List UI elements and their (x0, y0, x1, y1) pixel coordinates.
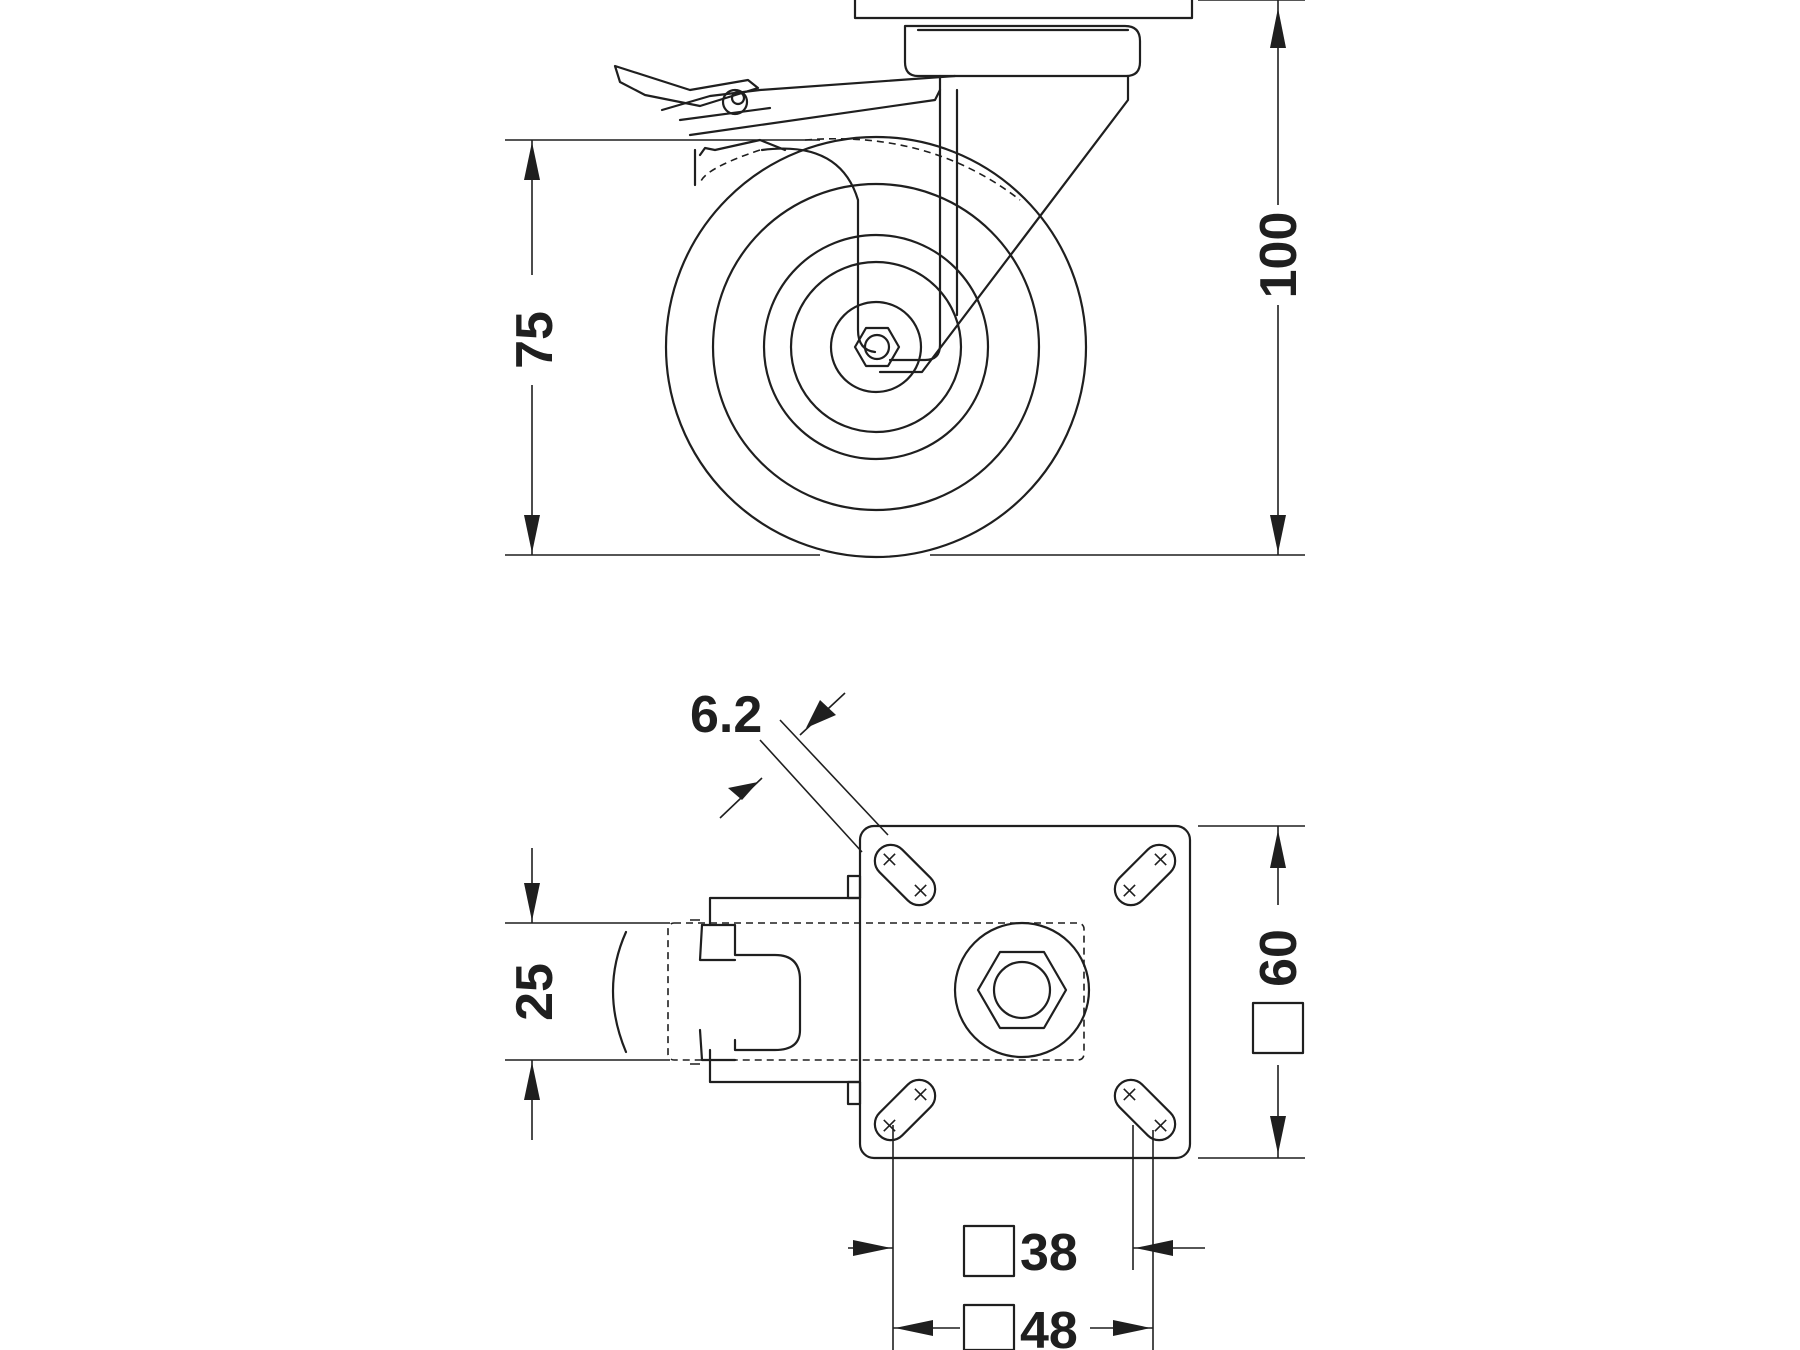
label-48: 48 (1020, 1302, 1078, 1350)
wheel-tread-top (611, 930, 628, 1054)
label-6.2: 6.2 (690, 686, 762, 744)
dimension-wheel-width: 25 (506, 848, 564, 1140)
label-38: 38 (1020, 1224, 1078, 1282)
label-25: 25 (506, 963, 564, 1021)
square-symbol-icon (962, 1224, 1016, 1278)
side-view: 75 100 (505, 0, 1308, 559)
mounting-holes (873, 843, 1177, 1142)
axle-nut (853, 326, 901, 368)
mounting-hole-bottom-right (1113, 1078, 1177, 1142)
wheel-side (664, 135, 1088, 559)
swivel-housing (903, 24, 1142, 78)
label-100: 100 (1250, 212, 1308, 299)
mounting-hole-bottom-left (873, 1078, 937, 1142)
dimension-hole-spacing-inner: 38 (848, 1125, 1205, 1282)
dimension-wheel-diameter: 75 (506, 140, 564, 555)
brake-bracket (690, 874, 862, 1106)
mounting-hole-top-right (1113, 843, 1177, 907)
mounting-plate-side (853, 0, 1194, 20)
label-60: 60 (1250, 929, 1308, 987)
dimension-plate-size: 60 (1198, 825, 1308, 1159)
dimension-slot-width: 6.2 (690, 686, 889, 853)
top-plate (858, 824, 1192, 1160)
mounting-hole-top-left (873, 843, 937, 907)
kingpin-center (953, 921, 1091, 1059)
top-view: 25 60 6.2 (505, 686, 1308, 1350)
wheel-hidden-outline (667, 922, 1085, 1061)
fork (888, 74, 942, 362)
square-symbol-icon (962, 1303, 1016, 1350)
brake-lever (613, 64, 957, 187)
dimension-hole-spacing-outer: 48 (892, 1130, 1154, 1350)
square-symbol-icon (1251, 1001, 1305, 1055)
dimension-total-height: 100 (1250, 0, 1308, 555)
label-75: 75 (506, 311, 564, 369)
